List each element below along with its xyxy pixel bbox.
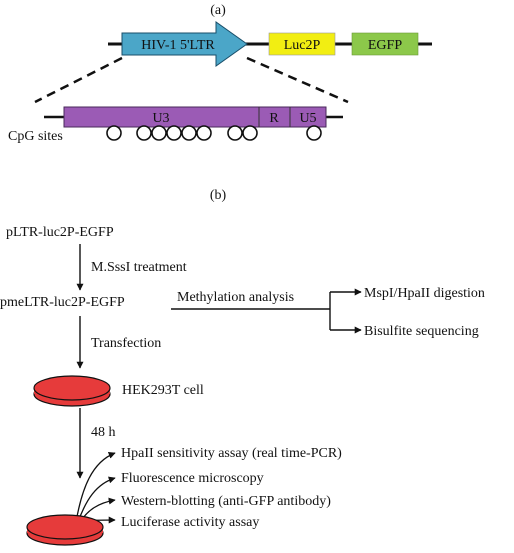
cpg-sites-label: CpG sites bbox=[8, 129, 63, 144]
egfp-label: EGFP bbox=[368, 38, 402, 53]
cpg-site-circle bbox=[166, 125, 182, 141]
u3-label: U3 bbox=[152, 111, 169, 126]
r-label: R bbox=[269, 111, 279, 126]
assay-arrow-fluorescence bbox=[77, 476, 116, 523]
panel-a-label: (a) bbox=[210, 3, 226, 18]
cpg-site-markers bbox=[106, 125, 322, 141]
assay-hpaii-label: HpaII sensitivity assay (real time-PCR) bbox=[121, 446, 342, 461]
cpg-site-circle bbox=[196, 125, 212, 141]
methylation-analysis-label: Methylation analysis bbox=[177, 290, 294, 305]
u5-label: U5 bbox=[299, 111, 316, 126]
ltr-label: HIV-1 5'LTR bbox=[141, 38, 215, 53]
panel-b-label: (b) bbox=[210, 188, 227, 203]
methylated-plasmid-label: pmeLTR-luc2P-EGFP bbox=[0, 295, 125, 310]
egfp-box bbox=[351, 32, 419, 56]
assay-arrow-hpaii bbox=[75, 452, 116, 523]
time-label: 48 h bbox=[91, 425, 116, 440]
culture-dish-bottom bbox=[26, 514, 104, 546]
treatment-label: M.SssI treatment bbox=[91, 260, 187, 275]
assay-luciferase-label: Luciferase activity assay bbox=[121, 515, 259, 530]
zoom-dashed-right bbox=[246, 56, 349, 104]
assay-fluorescence-label: Fluorescence microscopy bbox=[121, 471, 264, 486]
cpg-site-circle bbox=[181, 125, 197, 141]
digestion-label: MspI/HpaII digestion bbox=[364, 286, 485, 301]
zoom-dashed-left bbox=[34, 56, 123, 104]
culture-dish-top bbox=[33, 375, 111, 407]
cpg-site-circle bbox=[306, 125, 322, 141]
luc2p-label: Luc2P bbox=[284, 38, 321, 53]
cpg-site-circle bbox=[136, 125, 152, 141]
plasmid-label: pLTR-luc2P-EGFP bbox=[6, 225, 114, 240]
bisulfite-label: Bisulfite sequencing bbox=[364, 324, 479, 339]
assay-western-label: Western-blotting (anti-GFP antibody) bbox=[121, 494, 331, 509]
cpg-site-circle bbox=[151, 125, 167, 141]
transfection-label: Transfection bbox=[91, 336, 161, 351]
cpg-site-circle bbox=[242, 125, 258, 141]
cell-line-label: HEK293T cell bbox=[122, 383, 204, 398]
ltr-detail-box bbox=[63, 106, 327, 128]
ltr-arrow-shape bbox=[121, 21, 248, 67]
cpg-site-circle bbox=[106, 125, 122, 141]
luc2p-box bbox=[268, 32, 336, 56]
cpg-site-circle bbox=[227, 125, 243, 141]
